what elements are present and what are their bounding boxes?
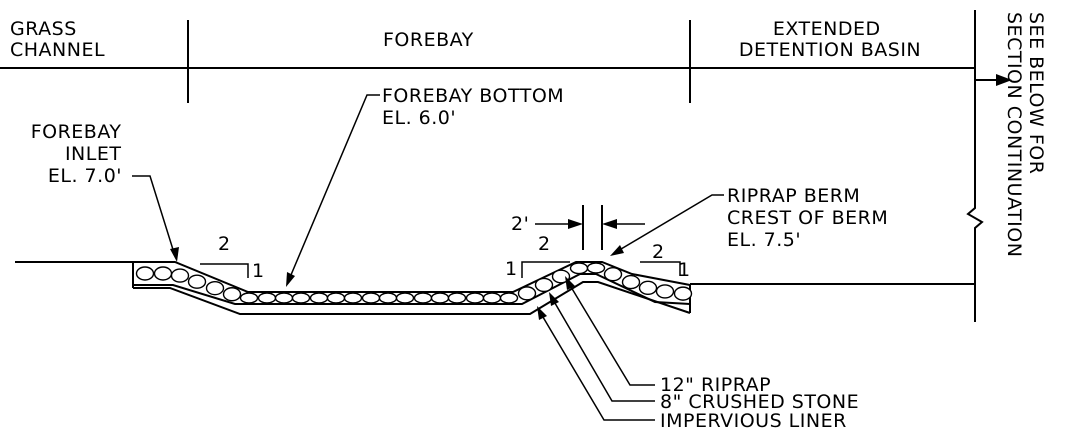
riprap-stone: [586, 262, 606, 274]
riprap-stone: [135, 266, 155, 281]
riprap-stone: [274, 292, 294, 304]
side-note-continuation: SECTION CONTINUATION: [1003, 12, 1025, 257]
riprap-stone: [361, 292, 381, 304]
leader-riprap-berm: [615, 194, 724, 253]
riprap-stone: [205, 280, 225, 296]
label-riprap: 12" RIPRAP: [660, 374, 771, 396]
riprap-stone: [482, 292, 502, 304]
label-crushed-stone: 8" CRUSHED STONE: [660, 391, 859, 413]
crest-dimension-arrowhead-right: [602, 219, 617, 229]
riprap-stone: [603, 267, 623, 282]
leader-crushed-stone-arrowhead: [549, 292, 559, 306]
riprap-stone: [534, 277, 554, 293]
leader-riprap: [567, 281, 655, 386]
zone-label-extended-detention: EXTENDED DETENTION BASIN: [739, 18, 921, 61]
slope-marker-inlet: [200, 263, 249, 278]
riprap-stone: [465, 292, 485, 304]
label-forebay-inlet: FOREBAY INLET EL. 7.0': [31, 121, 128, 187]
leader-liner-arrowhead: [537, 306, 547, 320]
riprap-stone: [499, 292, 519, 304]
leader-forebay-bottom-arrowhead: [286, 272, 295, 287]
riprap-stone: [447, 292, 467, 304]
riprap-stone: [239, 292, 259, 304]
riprap-stone: [551, 269, 571, 284]
riprap-stone: [309, 292, 329, 304]
riprap-stone: [638, 280, 658, 296]
continuation-arrow-head: [996, 74, 1012, 86]
riprap-stone: [517, 286, 537, 301]
slope-marker-berm-down: [640, 261, 681, 276]
leader-forebay-inlet-arrowhead: [170, 247, 179, 262]
zone-label-grass-channel: GRASS CHANNEL: [10, 18, 105, 61]
riprap-stone: [621, 274, 641, 290]
riprap-stone: [413, 292, 433, 304]
riprap-stone: [257, 292, 277, 304]
slope-marker-berm-up: [521, 261, 570, 278]
riprap-stone: [378, 292, 398, 304]
leader-riprap-arrowhead: [565, 276, 575, 290]
side-note-see-below: SEE BELOW FOR: [1025, 12, 1047, 174]
riprap-stone: [430, 292, 450, 304]
slope-berm-down-run: 2: [652, 241, 665, 263]
riprap-stone: [170, 268, 190, 283]
riprap-stone: [222, 287, 242, 302]
leader-liner: [539, 311, 655, 421]
riprap-stone: [569, 262, 589, 275]
section-break-line: [966, 10, 984, 322]
slope-berm-up-run: 2: [538, 233, 551, 255]
riprap-stone: [395, 292, 415, 304]
leader-forebay-inlet: [132, 175, 176, 257]
riprap-stone: [291, 292, 311, 304]
riprap-top-surface: [133, 261, 691, 293]
riprap-stones: [135, 262, 693, 304]
riprap-stone: [655, 284, 675, 299]
riprap-stone: [187, 274, 207, 289]
label-liner: IMPERVIOUS LINER: [660, 410, 847, 432]
riprap-stone: [153, 266, 173, 281]
riprap-stone: [326, 292, 346, 304]
slope-inlet-rise: 1: [252, 260, 265, 282]
impervious-liner-line: [133, 281, 691, 315]
riprap-stone: [673, 286, 693, 301]
leader-riprap-berm-arrowhead: [610, 245, 624, 256]
slope-inlet-run: 2: [218, 233, 231, 255]
crest-dimension-arrowhead-left: [568, 219, 583, 229]
leader-crushed-stone: [551, 297, 655, 402]
riprap-stone: [343, 292, 363, 304]
label-forebay-bottom: FOREBAY BOTTOM EL. 6.0': [382, 85, 571, 129]
slope-berm-down-rise: 1: [678, 259, 691, 281]
zone-label-forebay: FOREBAY: [383, 29, 474, 51]
leader-forebay-bottom: [287, 94, 380, 283]
label-riprap-berm: RIPRAP BERM CREST OF BERM EL. 7.5': [727, 185, 895, 251]
slope-berm-up-rise: 1: [505, 258, 518, 280]
crest-width-label: 2': [511, 213, 529, 235]
